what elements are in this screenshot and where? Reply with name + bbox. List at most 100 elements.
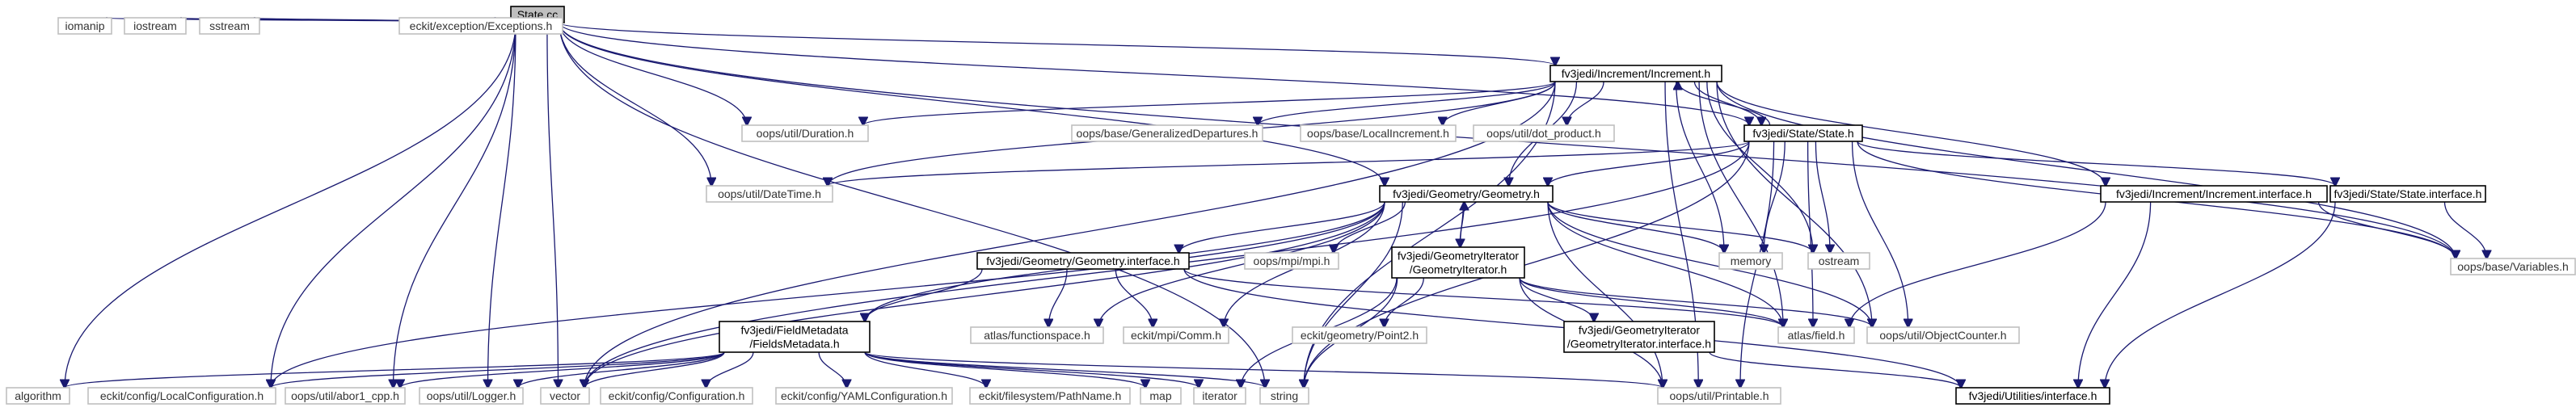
- edge-statecc-to-geom: [559, 22, 1385, 186]
- node-box-algorithm: [6, 387, 70, 405]
- node-atlasfield: atlas/field.h: [1777, 326, 1855, 344]
- node-config: eckit/config/Configuration.h: [600, 387, 753, 405]
- node-gendep: oops/base/GeneralizedDepartures.h: [1071, 124, 1263, 142]
- node-label-geom: fv3jedi/Geometry/Geometry.h: [1393, 187, 1540, 200]
- edge-geomiter-to-point2: [1385, 277, 1424, 327]
- edge-geom-to-string: [1304, 201, 1403, 388]
- node-algorithm: algorithm: [6, 387, 70, 405]
- node-label-incr: fv3jedi/Increment/Increment.h: [1562, 67, 1710, 80]
- node-label-abort1: oops/util/abor1_cpp.h: [291, 389, 399, 402]
- node-printable: oops/util/Printable.h: [1657, 387, 1781, 405]
- edge-incrif-to-utilsif: [2078, 201, 2152, 388]
- node-duration: oops/util/Duration.h: [741, 124, 869, 142]
- edge-incr-to-ostream: [1706, 81, 1813, 253]
- edge-fieldsmeta-to-pathname: [864, 351, 986, 388]
- node-label-stateh: fv3jedi/State/State.h: [1752, 127, 1853, 140]
- edge-fieldsmeta-to-string: [864, 351, 1265, 388]
- node-localconf: eckit/config/LocalConfiguration.h: [87, 387, 276, 405]
- node-label-objcounter: oops/util/ObjectCounter.h: [1879, 329, 2006, 342]
- node-box-duration: [741, 124, 869, 142]
- node-box-locincr: [1300, 124, 1457, 142]
- edge-statecc-to-algorithm: [65, 22, 516, 388]
- node-point2: eckit/geometry/Point2.h: [1292, 326, 1427, 344]
- node-iostream: iostream: [124, 17, 187, 35]
- node-geomiter[interactable]: fv3jedi/GeometryIterator/GeometryIterato…: [1391, 246, 1525, 279]
- edge-stateh-to-memory: [1764, 141, 1785, 253]
- node-label-geomiterif: /GeometryIterator.interface.h: [1567, 338, 1711, 351]
- edge-fieldsmeta-to-abort1: [400, 351, 725, 388]
- edge-fieldsmeta-to-map: [864, 351, 1145, 388]
- edge-geomif-to-atlasfs: [1048, 268, 1068, 327]
- node-geomif[interactable]: fv3jedi/Geometry/Geometry.interface.h: [976, 252, 1190, 270]
- node-label-printable: oops/util/Printable.h: [1670, 389, 1769, 402]
- node-incrif[interactable]: fv3jedi/Increment/Increment.interface.h: [2100, 185, 2328, 203]
- node-label-mpi: oops/mpi/mpi.h: [1254, 254, 1330, 267]
- edge-incr-to-locincr: [1443, 81, 1556, 125]
- node-mpi: oops/mpi/mpi.h: [1244, 252, 1339, 270]
- node-box-pathname: [969, 387, 1131, 405]
- node-label-point2: eckit/geometry/Point2.h: [1301, 329, 1419, 342]
- node-label-iterator: iterator: [1202, 389, 1237, 402]
- node-incr[interactable]: fv3jedi/Increment/Increment.h: [1549, 65, 1722, 82]
- edge-incr-to-gendep: [1258, 81, 1556, 125]
- edge-statecc-to-abort1: [394, 22, 516, 388]
- node-box-datetime: [706, 185, 833, 203]
- node-label-algorithm: algorithm: [15, 389, 61, 402]
- edge-stateh-to-incr: [1678, 82, 1771, 126]
- node-label-string: string: [1271, 389, 1298, 402]
- edge-incr-to-variables: [1716, 81, 2456, 258]
- node-eckitexc: eckit/exception/Exceptions.h: [398, 17, 563, 35]
- edge-incr-to-incrif: [1716, 81, 2106, 186]
- edge-statecc-to-datetime: [559, 22, 711, 186]
- edge-incr-to-objcounter: [1716, 81, 1872, 327]
- edge-incrif-to-atlasfield: [1849, 201, 2106, 327]
- edge-geomiter-to-geomiterif: [1519, 277, 1594, 321]
- node-label-variables: oops/base/Variables.h: [2457, 260, 2569, 273]
- node-stateif[interactable]: fv3jedi/State/State.interface.h: [2329, 185, 2486, 203]
- node-box-dotprod: [1473, 124, 1615, 142]
- node-label-map: map: [1149, 389, 1171, 402]
- node-label-fieldsmeta: /FieldsMetadata.h: [749, 338, 839, 351]
- node-sstream: sstream: [199, 17, 260, 35]
- node-locincr: oops/base/LocalIncrement.h: [1300, 124, 1457, 142]
- node-geom[interactable]: fv3jedi/Geometry/Geometry.h: [1379, 185, 1554, 203]
- node-geomiterif[interactable]: fv3jedi/GeometryIterator/GeometryIterato…: [1563, 321, 1715, 353]
- node-pathname: eckit/filesystem/PathName.h: [969, 387, 1131, 405]
- node-logger: oops/util/Logger.h: [419, 387, 524, 405]
- node-box-eckitexc: [398, 17, 563, 35]
- node-utilsif[interactable]: fv3jedi/Utilities/interface.h: [1955, 387, 2110, 405]
- node-box-atlasfs: [970, 326, 1104, 344]
- node-iterator: iterator: [1193, 387, 1246, 405]
- node-label-vector: vector: [550, 389, 580, 402]
- edge-stateh-to-objcounter: [1851, 141, 1908, 327]
- node-label-logger: oops/util/Logger.h: [427, 389, 516, 402]
- node-box-incr: [1549, 65, 1722, 82]
- edge-geom-to-geomif: [1179, 201, 1385, 253]
- edge-statecc-to-duration: [559, 22, 747, 125]
- node-box-yamlconf: [775, 387, 953, 405]
- node-label-eckitexc: eckit/exception/Exceptions.h: [410, 19, 553, 32]
- edge-fieldsmeta-to-config: [706, 351, 754, 388]
- node-memory: memory: [1718, 252, 1783, 270]
- node-fieldsmeta[interactable]: fv3jedi/FieldMetadata/FieldsMetadata.h: [719, 321, 871, 353]
- node-atlasfs: atlas/functionspace.h: [970, 326, 1104, 344]
- node-box-sstream: [199, 17, 260, 35]
- node-label-memory: memory: [1731, 254, 1772, 267]
- edge-fieldsmeta-to-algorithm: [65, 351, 725, 388]
- node-stateh[interactable]: fv3jedi/State/State.h: [1743, 124, 1863, 142]
- node-label-geomif: fv3jedi/Geometry/Geometry.interface.h: [986, 254, 1179, 267]
- edge-statecc-to-logger: [488, 22, 516, 388]
- node-box-geom: [1379, 185, 1554, 203]
- edge-geom-to-objcounter: [1547, 201, 1872, 327]
- edge-stateif-to-utilsif: [2105, 201, 2336, 388]
- node-label-eckitcomm: eckit/mpi/Comm.h: [1131, 329, 1221, 342]
- edge-statecc-to-localconf: [271, 22, 516, 388]
- edge-geom-to-ostream: [1547, 201, 1813, 253]
- node-box-abort1: [285, 387, 406, 405]
- node-label-atlasfs: atlas/functionspace.h: [984, 329, 1090, 342]
- node-box-localconf: [87, 387, 276, 405]
- edge-geom-to-atlasfield: [1547, 201, 1783, 327]
- node-map: map: [1140, 387, 1182, 405]
